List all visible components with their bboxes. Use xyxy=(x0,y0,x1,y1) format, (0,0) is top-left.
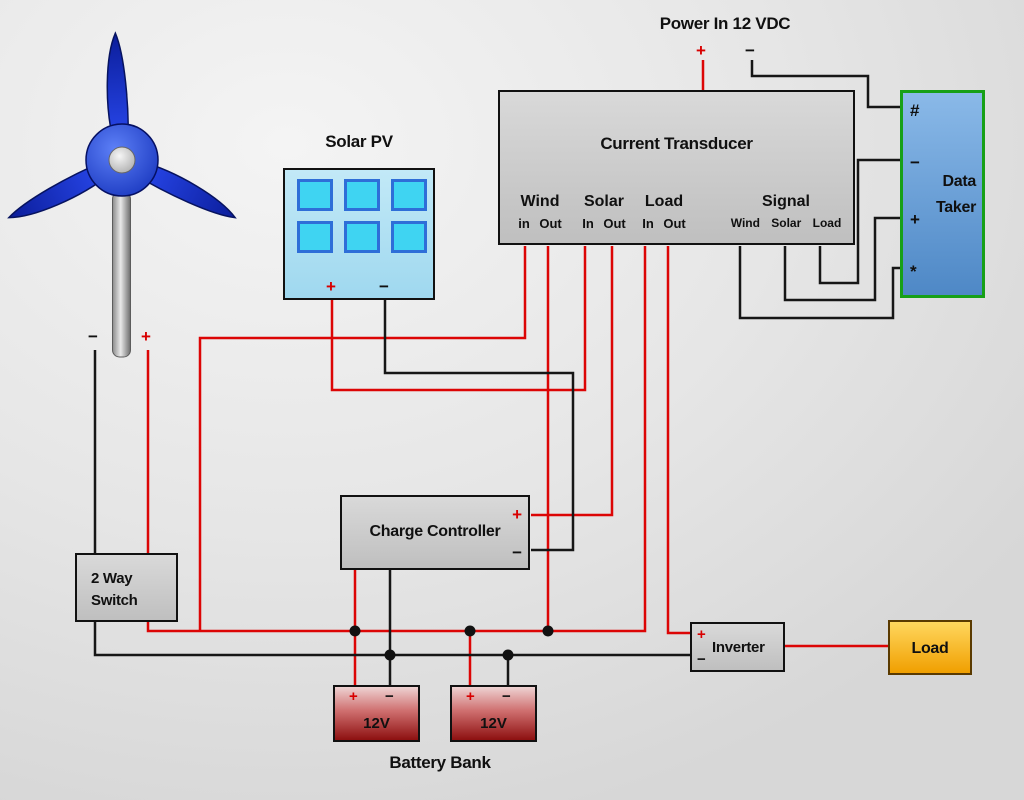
battery2-plus-sign: + xyxy=(466,688,475,705)
wire-solar-negative-to-controller xyxy=(383,299,575,552)
wire-signal-solar xyxy=(783,216,900,302)
junction-dot xyxy=(384,649,396,661)
inverter-plus-sign: + xyxy=(697,626,706,643)
load-channel-label: Load xyxy=(644,193,684,210)
battery1-minus-sign: − xyxy=(385,688,394,705)
solar-pv-panel: + − xyxy=(283,168,435,300)
battery1-label: 12V xyxy=(363,715,390,732)
wire-positive-bus xyxy=(146,246,647,633)
wire-solar-out-to-controller xyxy=(531,246,614,517)
wind-channel-terminals: in Out xyxy=(518,216,562,231)
solar-plus-sign: + xyxy=(326,277,336,296)
inverter: + − Inverter xyxy=(690,622,785,672)
wire-signal-wind xyxy=(738,246,900,320)
switch-title-line1: 2 Way xyxy=(91,570,133,587)
junction-dots xyxy=(349,625,554,661)
solar-cell xyxy=(344,179,380,211)
battery1-plus-sign: + xyxy=(349,688,358,705)
power-in-label: Power In 12 VDC xyxy=(659,14,791,33)
wind-channel-label: Wind xyxy=(520,193,560,210)
data-taker-terminal-plus: + xyxy=(910,210,920,229)
wire-load-out-to-inverter xyxy=(666,246,690,635)
data-taker-terminal-minus: − xyxy=(910,153,920,172)
inverter-minus-sign: − xyxy=(697,651,706,668)
transducer-signal-section: Signal Wind Solar Load xyxy=(722,190,850,232)
power-in-minus-sign: − xyxy=(745,41,755,60)
transducer-solar-channel: Solar In Out xyxy=(572,190,636,234)
solar-cell xyxy=(344,221,380,253)
power-in-plus-sign: + xyxy=(696,41,706,60)
battery2-label: 12V xyxy=(480,715,507,732)
junction-dot xyxy=(502,649,514,661)
positive-wires xyxy=(146,60,888,686)
data-taker-title-line1: Data xyxy=(942,173,977,190)
solar-cell xyxy=(391,221,427,253)
wire-negative-bus xyxy=(93,622,690,657)
turbine-minus-sign: − xyxy=(88,327,98,346)
turbine-plus-sign: + xyxy=(141,327,151,346)
wire-solar-positive-to-solar-in xyxy=(330,246,587,392)
solar-channel-terminals: In Out xyxy=(582,216,626,231)
junction-dot xyxy=(464,625,476,637)
load-channel-terminals: In Out xyxy=(642,216,686,231)
charge-controller-title: Charge Controller xyxy=(369,523,501,540)
two-way-switch: 2 Way Switch xyxy=(75,553,178,622)
battery-2: + − 12V xyxy=(450,685,537,742)
current-transducer: Current Transducer Wind in Out Solar In … xyxy=(498,90,855,245)
load-title: Load xyxy=(911,640,949,657)
wire-signal-load xyxy=(818,158,900,285)
battery-bank-label: Battery Bank xyxy=(389,753,491,772)
junction-dot xyxy=(542,625,554,637)
transducer-wind-channel: Wind in Out xyxy=(508,190,572,234)
charge-controller: Charge Controller + − xyxy=(340,495,530,570)
data-taker-title-line2: Taker xyxy=(935,198,976,216)
data-taker-title: Data Taker xyxy=(936,169,976,220)
solar-minus-sign: − xyxy=(379,277,389,296)
wire-power-in-negative-to-datataker xyxy=(750,60,900,109)
data-taker-terminal-star: * xyxy=(910,262,917,281)
switch-title-line2: Switch xyxy=(91,591,138,609)
battery2-minus-sign: − xyxy=(502,688,511,705)
wire-wind-in-to-switch-branch xyxy=(198,246,527,631)
inverter-title: Inverter xyxy=(712,639,765,656)
charge-controller-plus-sign: + xyxy=(512,505,522,524)
charge-controller-minus-sign: − xyxy=(512,543,522,562)
current-transducer-title: Current Transducer xyxy=(600,134,753,153)
solar-cell-grid xyxy=(297,179,427,253)
solar-cell xyxy=(391,179,427,211)
solar-cell xyxy=(297,221,333,253)
battery-1: + − 12V xyxy=(333,685,420,742)
signal-terminals: Wind Solar Load xyxy=(730,216,842,230)
solar-channel-label: Solar xyxy=(583,193,624,210)
junction-dot xyxy=(349,625,361,637)
solar-cell xyxy=(297,179,333,211)
solar-pv-label: Solar PV xyxy=(325,132,393,151)
transducer-load-channel: Load In Out xyxy=(632,190,696,234)
data-taker-terminal-hash: # xyxy=(910,101,920,120)
data-taker: # − + * Data Taker xyxy=(900,90,985,298)
turbine-pole xyxy=(112,191,131,358)
turbine-hub-cap xyxy=(108,146,136,174)
negative-wires xyxy=(93,60,900,686)
wind-turbine xyxy=(7,31,237,358)
signal-label: Signal xyxy=(761,193,810,210)
two-way-switch-title: 2 Way Switch xyxy=(91,568,138,612)
load-box: Load xyxy=(888,620,972,675)
